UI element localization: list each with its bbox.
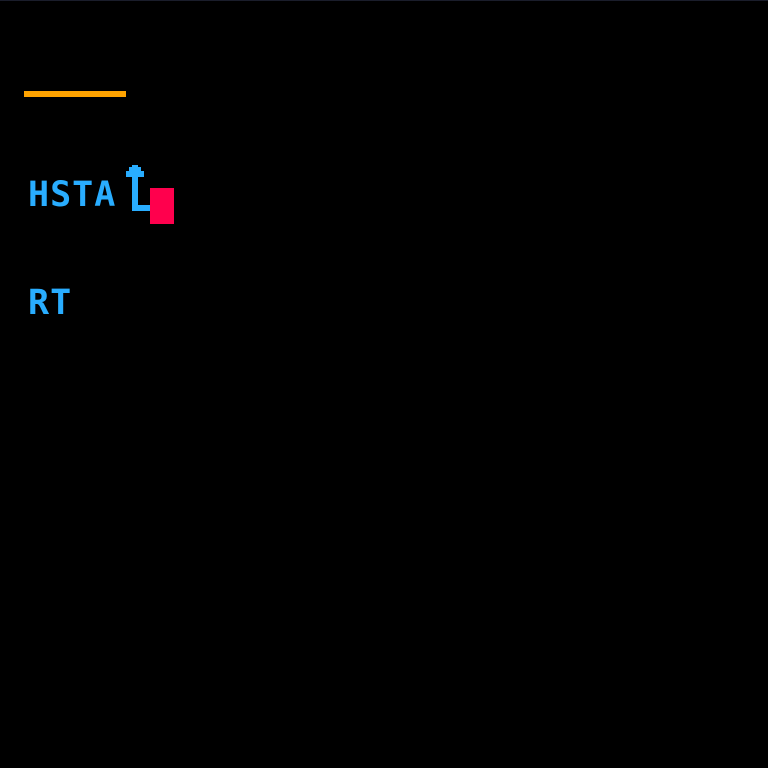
editor-text[interactable]: HSTA RT [28,105,128,393]
return-arrow-icon [126,165,152,211]
text-cursor [150,188,174,224]
orange-underline [24,91,126,97]
editor-line-1: HSTA [28,175,117,215]
editor-line-2: RT [28,283,73,323]
